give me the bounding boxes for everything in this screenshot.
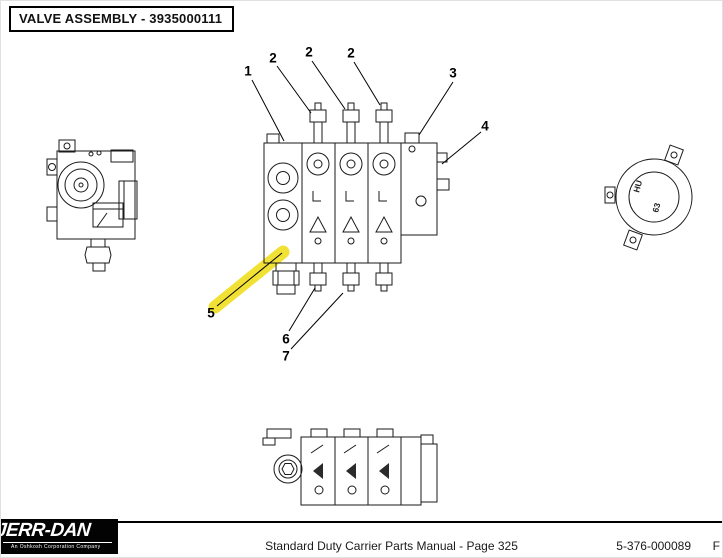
- valve-assembly-bottom-view: [263, 429, 437, 505]
- page-title-text: VALVE ASSEMBLY - 3935000111: [19, 11, 223, 26]
- callout-2a: 2: [269, 50, 277, 66]
- footer-divider: [1, 521, 722, 523]
- logo-divider: [3, 542, 112, 543]
- jerrdan-logo: JERR-DAN An Oshkosh Corporation Company: [1, 519, 118, 554]
- callout-4: 4: [481, 118, 489, 134]
- callout-1: 1: [244, 63, 252, 79]
- clamp-marking-top: HU: [631, 179, 644, 193]
- callout-2c: 2: [347, 45, 355, 61]
- footer-edge-letter: F: [712, 539, 720, 553]
- pump-drawing: [47, 140, 137, 271]
- jerrdan-logo-tagline: An Oshkosh Corporation Company: [11, 544, 101, 550]
- callout-7: 7: [282, 348, 290, 364]
- callout-2b: 2: [305, 44, 313, 60]
- callout-3: 3: [449, 65, 457, 81]
- leader-lines: [217, 61, 481, 349]
- clamp-marking-bottom: 63: [650, 202, 662, 214]
- page-title: VALVE ASSEMBLY - 3935000111: [9, 6, 235, 32]
- callout-5: 5: [207, 305, 215, 321]
- relief-valve-fitting: [273, 263, 299, 294]
- callout-6: 6: [282, 331, 290, 347]
- valve-assembly-front-view: [264, 103, 449, 294]
- clamp-drawing: HU 63: [605, 145, 692, 250]
- footer-manual-title: Standard Duty Carrier Parts Manual - Pag…: [265, 539, 518, 553]
- footer-doc-number: 5-376-000089: [616, 539, 691, 553]
